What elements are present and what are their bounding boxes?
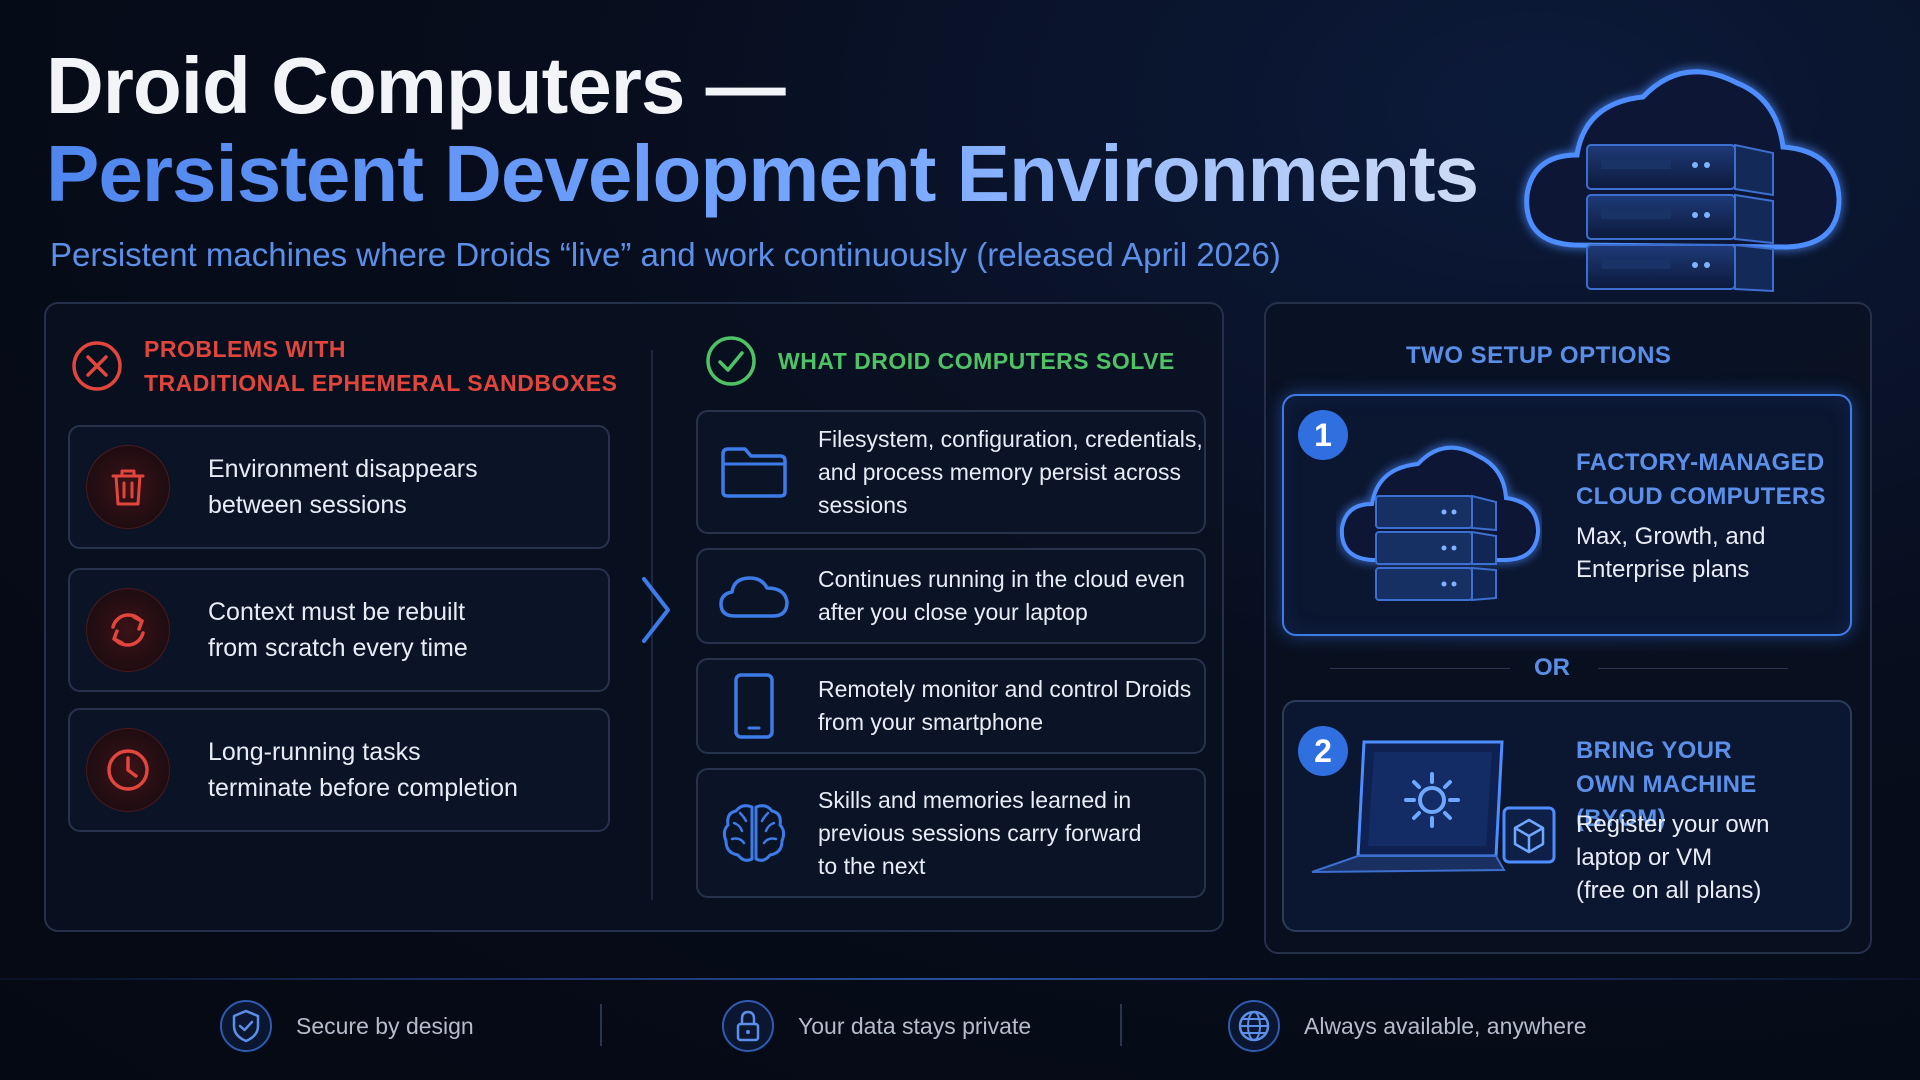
column-divider	[651, 350, 653, 900]
solution-card: Continues running in the cloud even afte…	[696, 548, 1206, 644]
smartphone-icon	[734, 673, 774, 739]
option-number-badge: 1	[1298, 410, 1348, 460]
lock-icon	[722, 1000, 774, 1052]
cloud-server-icon	[1524, 69, 1842, 293]
globe-icon	[1228, 1000, 1280, 1052]
clock-icon	[107, 749, 149, 791]
problems-heading: PROBLEMS WITH TRADITIONAL EPHEMERAL SAND…	[70, 332, 617, 400]
page-title-line-2: Persistent Development Environments	[46, 129, 1479, 218]
problem-text-line: Environment disappears	[208, 455, 478, 483]
problem-text-line: Context must be rebuilt	[208, 598, 466, 626]
or-separator: OR	[1534, 654, 1570, 681]
option-desc-line: laptop or VM	[1576, 844, 1713, 871]
option-desc-line: Register your own	[1576, 811, 1770, 838]
refresh-icon	[111, 613, 145, 647]
option-byom[interactable]: 2 BRING YOUR OWN MACHINE (BYOM) Register…	[1282, 700, 1852, 932]
option-desc-line: Max, Growth, and	[1576, 523, 1766, 550]
footer-item-secure: Secure by design	[218, 998, 474, 1054]
option-title-line: FACTORY-MANAGED	[1576, 449, 1825, 476]
option-title-line: CLOUD COMPUTERS	[1576, 483, 1826, 510]
laptop-gear-icon	[1311, 740, 1556, 873]
chevron-right-icon	[642, 577, 670, 643]
solution-text-line: from your smartphone	[818, 709, 1043, 735]
solution-card: Skills and memories learned in previous …	[696, 768, 1206, 898]
footer-label: Secure by design	[296, 1012, 474, 1039]
problems-heading-line-2: TRADITIONAL EPHEMERAL SANDBOXES	[144, 370, 618, 396]
cloud-icon	[719, 576, 789, 618]
solution-text-line: previous sessions carry forward	[818, 819, 1142, 846]
problem-text-line: Long-running tasks	[208, 738, 421, 766]
solutions-heading: WHAT DROID COMPUTERS SOLVE	[704, 334, 1175, 388]
footer-separator	[600, 1004, 602, 1046]
folder-icon	[721, 447, 787, 498]
option-title-line: BRING YOUR	[1576, 737, 1732, 764]
page-subtitle: Persistent machines where Droids “live” …	[50, 236, 1281, 273]
option-desc-line: Enterprise plans	[1576, 556, 1750, 583]
footer-item-available: Always available, anywhere	[1226, 998, 1587, 1054]
cloud-server-icon	[1339, 445, 1541, 602]
problem-card: Long-running tasks terminate before comp…	[68, 708, 610, 832]
footer-divider	[0, 978, 1920, 980]
solutions-heading-text: WHAT DROID COMPUTERS SOLVE	[778, 348, 1175, 374]
option-number-badge: 2	[1298, 726, 1348, 776]
problem-text-line: from scratch every time	[208, 634, 468, 662]
problem-card: Environment disappears between sessions	[68, 425, 610, 549]
or-divider-left	[1330, 668, 1510, 669]
solution-text-line: Continues running in the cloud even	[818, 566, 1185, 592]
trash-icon	[111, 469, 145, 506]
solution-text-line: Remotely monitor and control Droids	[818, 676, 1192, 702]
or-divider-right	[1598, 668, 1788, 669]
solution-text-line: Skills and memories learned in	[818, 786, 1132, 813]
solution-text-line: sessions	[818, 491, 908, 518]
footer-separator	[1120, 1004, 1122, 1046]
problem-text-line: terminate before completion	[208, 774, 518, 802]
footer-item-private: Your data stays private	[720, 998, 1031, 1054]
check-circle-icon	[706, 336, 756, 386]
solution-card: Remotely monitor and control Droids from…	[696, 658, 1206, 754]
option-desc-line: (free on all plans)	[1576, 877, 1762, 904]
x-circle-icon	[72, 341, 122, 391]
setup-options-heading: TWO SETUP OPTIONS	[1406, 342, 1672, 369]
solution-text-line: after you close your laptop	[818, 599, 1088, 625]
solution-card: Filesystem, configuration, credentials, …	[696, 410, 1206, 534]
footer-label: Always available, anywhere	[1304, 1012, 1587, 1039]
brain-icon	[722, 804, 786, 862]
solution-text-line: and process memory persist across	[818, 458, 1182, 485]
option-title-line: OWN MACHINE (BYOM)	[1576, 771, 1757, 832]
shield-check-icon	[220, 1000, 272, 1052]
solution-text-line: to the next	[818, 852, 926, 879]
footer-label: Your data stays private	[798, 1012, 1032, 1039]
option-factory-managed[interactable]: 1 FACTORY-MANAGED CLOUD COMPUTERS Max, G…	[1282, 394, 1852, 636]
solution-text-line: Filesystem, configuration, credentials,	[818, 425, 1203, 452]
problem-text-line: between sessions	[208, 491, 407, 519]
problem-card: Context must be rebuilt from scratch eve…	[68, 568, 610, 692]
problems-heading-line-1: PROBLEMS WITH	[144, 336, 346, 362]
page-title-line-1: Droid Computers —	[46, 41, 786, 130]
